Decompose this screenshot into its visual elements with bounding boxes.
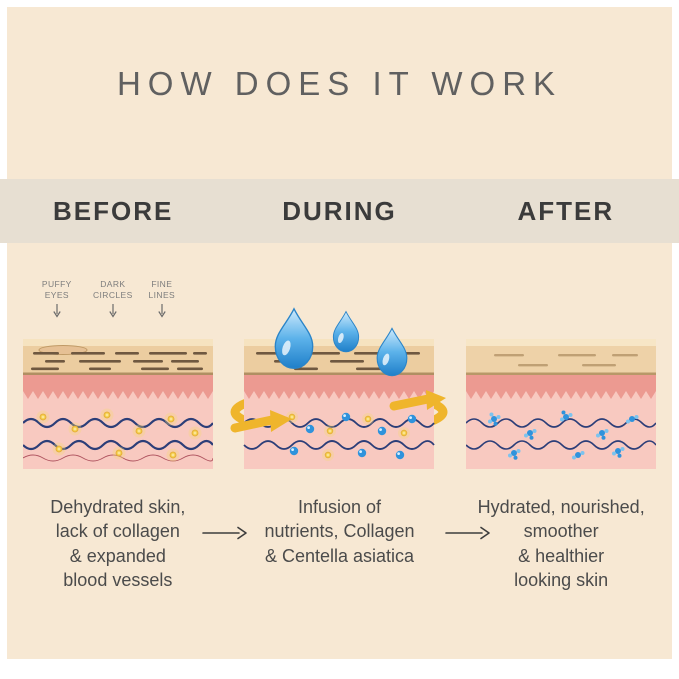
skin-illustration-after bbox=[466, 339, 657, 469]
water-drop-icon bbox=[377, 327, 408, 377]
after-illustration-area bbox=[450, 257, 672, 493]
arrow-down-icon bbox=[53, 304, 61, 318]
skin-illustration-before bbox=[22, 339, 213, 469]
annotation-dark-circles: DARK CIRCLES bbox=[85, 279, 141, 319]
before-skin-box bbox=[22, 339, 213, 469]
nutrient-ribbon-front bbox=[230, 390, 447, 433]
annotation-fine-lines: FINE LINES bbox=[134, 279, 190, 319]
annotation-label: FINE LINES bbox=[148, 279, 176, 301]
content-frame: HOW DOES IT WORK BEFORE DURING AFTER PUF… bbox=[0, 7, 679, 659]
annotation-label: DARK CIRCLES bbox=[93, 279, 133, 301]
flow-arrow-icon bbox=[445, 526, 490, 540]
stage-header-during: DURING bbox=[282, 195, 397, 226]
page-title: HOW DOES IT WORK bbox=[116, 65, 563, 102]
stage-panels: PUFFY EYES DARK CIRCLES bbox=[7, 257, 672, 593]
water-drop-icon bbox=[333, 310, 360, 353]
panel-during: Infusion of nutrients, Collagen & Centel… bbox=[229, 257, 451, 593]
arrow-down-icon bbox=[109, 304, 117, 318]
dermis-layer bbox=[466, 375, 657, 469]
blood-vessels bbox=[22, 417, 213, 462]
panel-before: PUFFY EYES DARK CIRCLES bbox=[7, 257, 229, 593]
blood-vessels bbox=[466, 418, 657, 450]
epidermis-layer bbox=[22, 339, 213, 375]
water-drop-icon bbox=[275, 307, 314, 369]
gold-particles bbox=[36, 408, 202, 462]
faint-lines-marks bbox=[494, 354, 639, 367]
during-illustration-area bbox=[229, 257, 451, 493]
arrow-down-icon bbox=[158, 304, 166, 318]
panel-after: Hydrated, nourished, smoother & healthie… bbox=[450, 257, 672, 593]
stage-header-before: BEFORE bbox=[52, 195, 174, 226]
after-caption: Hydrated, nourished, smoother & healthie… bbox=[477, 497, 645, 591]
after-skin-box bbox=[466, 339, 657, 469]
stage-header-band: BEFORE DURING AFTER bbox=[0, 179, 679, 243]
before-caption: Dehydrated skin, lack of collagen & expa… bbox=[50, 497, 186, 591]
stage-header-after: AFTER bbox=[517, 195, 615, 226]
epidermis-layer bbox=[466, 339, 657, 375]
before-illustration-area: PUFFY EYES DARK CIRCLES bbox=[7, 257, 229, 493]
annotation-label: PUFFY EYES bbox=[41, 279, 72, 301]
skin-illustration-during bbox=[230, 307, 448, 469]
fine-lines-marks bbox=[30, 352, 207, 371]
annotation-puffy-eyes: PUFFY EYES bbox=[29, 279, 85, 319]
during-skin-box bbox=[230, 284, 448, 469]
flow-arrow-icon bbox=[202, 526, 247, 540]
during-caption: Infusion of nutrients, Collagen & Centel… bbox=[264, 497, 415, 566]
molecule-clusters bbox=[488, 410, 639, 460]
